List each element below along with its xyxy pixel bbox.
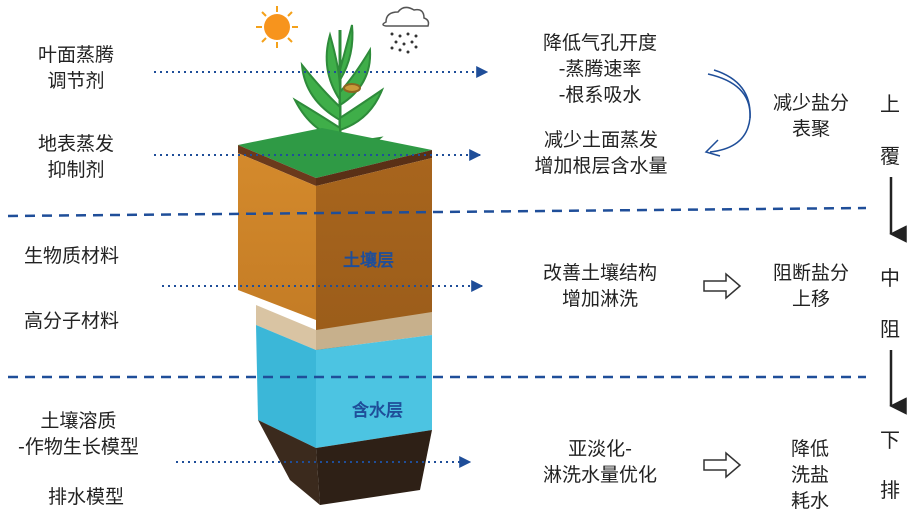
polymer-material-label: 高分子材料 [24,310,120,332]
foliar-regulator-label: 叶面蒸腾 调节剂 [38,44,115,92]
outline-arrow-icon [703,272,742,300]
biomass-material-label: 生物质材料 [24,245,120,267]
stage-mid-char-2: 阻 [880,317,900,341]
evaporation-inhibitor-label: 地表蒸发 抑制剂 [38,133,115,181]
outline-arrow-icon [703,451,742,479]
water-layer-label: 含水层 [352,400,403,421]
result-block-salt-label: 阻断盐分 上移 [772,262,849,310]
divider-top [7,206,867,218]
rain-cloud-icon [382,6,430,54]
soil-column [238,128,432,505]
effect-soil-structure-label: 改善土壤结构 增加淋洗 [542,262,657,310]
drainage-model-label: 排水模型 [48,486,125,508]
effect-stomata-label: 降低气孔开度 -蒸腾速率 -根系吸水 [542,32,657,106]
effect-leaching-label: 亚淡化- 淋洗水量优化 [542,438,657,486]
stage-low-char-1: 下 [880,428,900,452]
result-surface-salt-label: 减少盐分 表聚 [772,92,849,140]
effect-evaporation-label: 减少土面蒸发 增加根层含水量 [534,129,668,177]
soil-layer-label: 土壤层 [343,250,394,271]
curved-arrow-icon [704,69,751,157]
stage-top-char-1: 上 [880,92,900,116]
stage-low-char-2: 排 [880,478,900,502]
sun-icon [256,6,298,48]
result-water-saving-label: 降低 洗盐 耗水 [790,438,829,512]
stage-mid-char-1: 中 [880,266,900,290]
stage-top-char-2: 覆 [880,144,900,168]
solute-crop-model-label: 土壤溶质 -作物生长模型 [18,410,139,458]
